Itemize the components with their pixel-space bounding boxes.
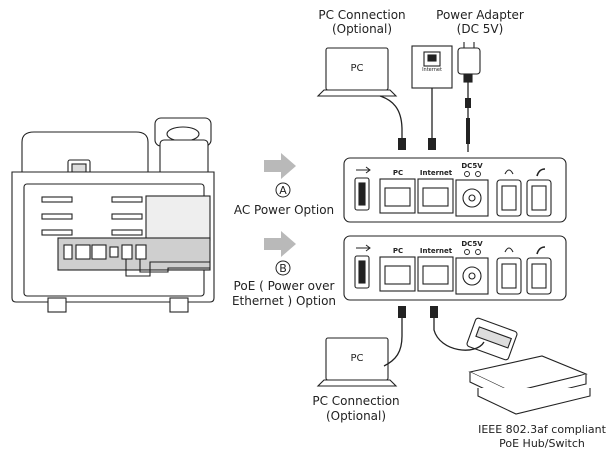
port-panel-b [343,235,567,301]
power-adapter [457,42,481,83]
poe-switch [466,317,591,415]
pc-connection-bottom-title: PC Connection [312,394,400,408]
panel-a-pc-label: PC [393,169,403,177]
option-b-label-line1: PoE ( Power over [233,279,335,293]
option-b-label-line2: Ethernet ) Option [231,294,337,308]
cable-plugs-b [398,306,438,318]
cable-plugs-a [398,98,471,150]
power-adapter-subtitle: (DC 5V) [456,22,504,36]
pc-box-top-label: PC [350,63,364,74]
port-panel-a [343,157,567,223]
arrow-option-a [264,153,296,179]
option-b-marker: B [279,262,287,275]
option-a-circle [275,182,291,198]
phone-rear-illustration [11,117,215,313]
pc-box-bottom-label: PC [350,353,364,364]
panel-b-internet-label: Internet [420,247,453,255]
panel-b-dc-label: DC5V [461,240,483,248]
option-b-circle [275,260,291,276]
option-a-label: AC Power Option [233,203,335,217]
panel-a-internet-label: Internet [420,169,453,177]
pc-connection-bottom-subtitle: (Optional) [325,409,387,423]
switch-label-line2: PoE Hub/Switch [499,437,585,450]
switch-label-line1: IEEE 802.3af compliant [478,423,606,436]
panel-b-pc-label: PC [393,247,403,255]
power-adapter-title: Power Adapter [436,8,524,22]
laptop-top [316,47,398,97]
laptop-bottom [316,337,398,387]
cables-option-b [383,318,485,367]
option-a-marker: A [279,184,287,197]
internet-wall-box [411,45,453,89]
arrow-option-b [264,231,296,257]
pc-connection-top-subtitle: (Optional) [331,22,393,36]
pc-connection-top-title: PC Connection [318,8,406,22]
internet-box-label: Internet [422,67,442,73]
panel-a-dc-label: DC5V [461,162,483,170]
